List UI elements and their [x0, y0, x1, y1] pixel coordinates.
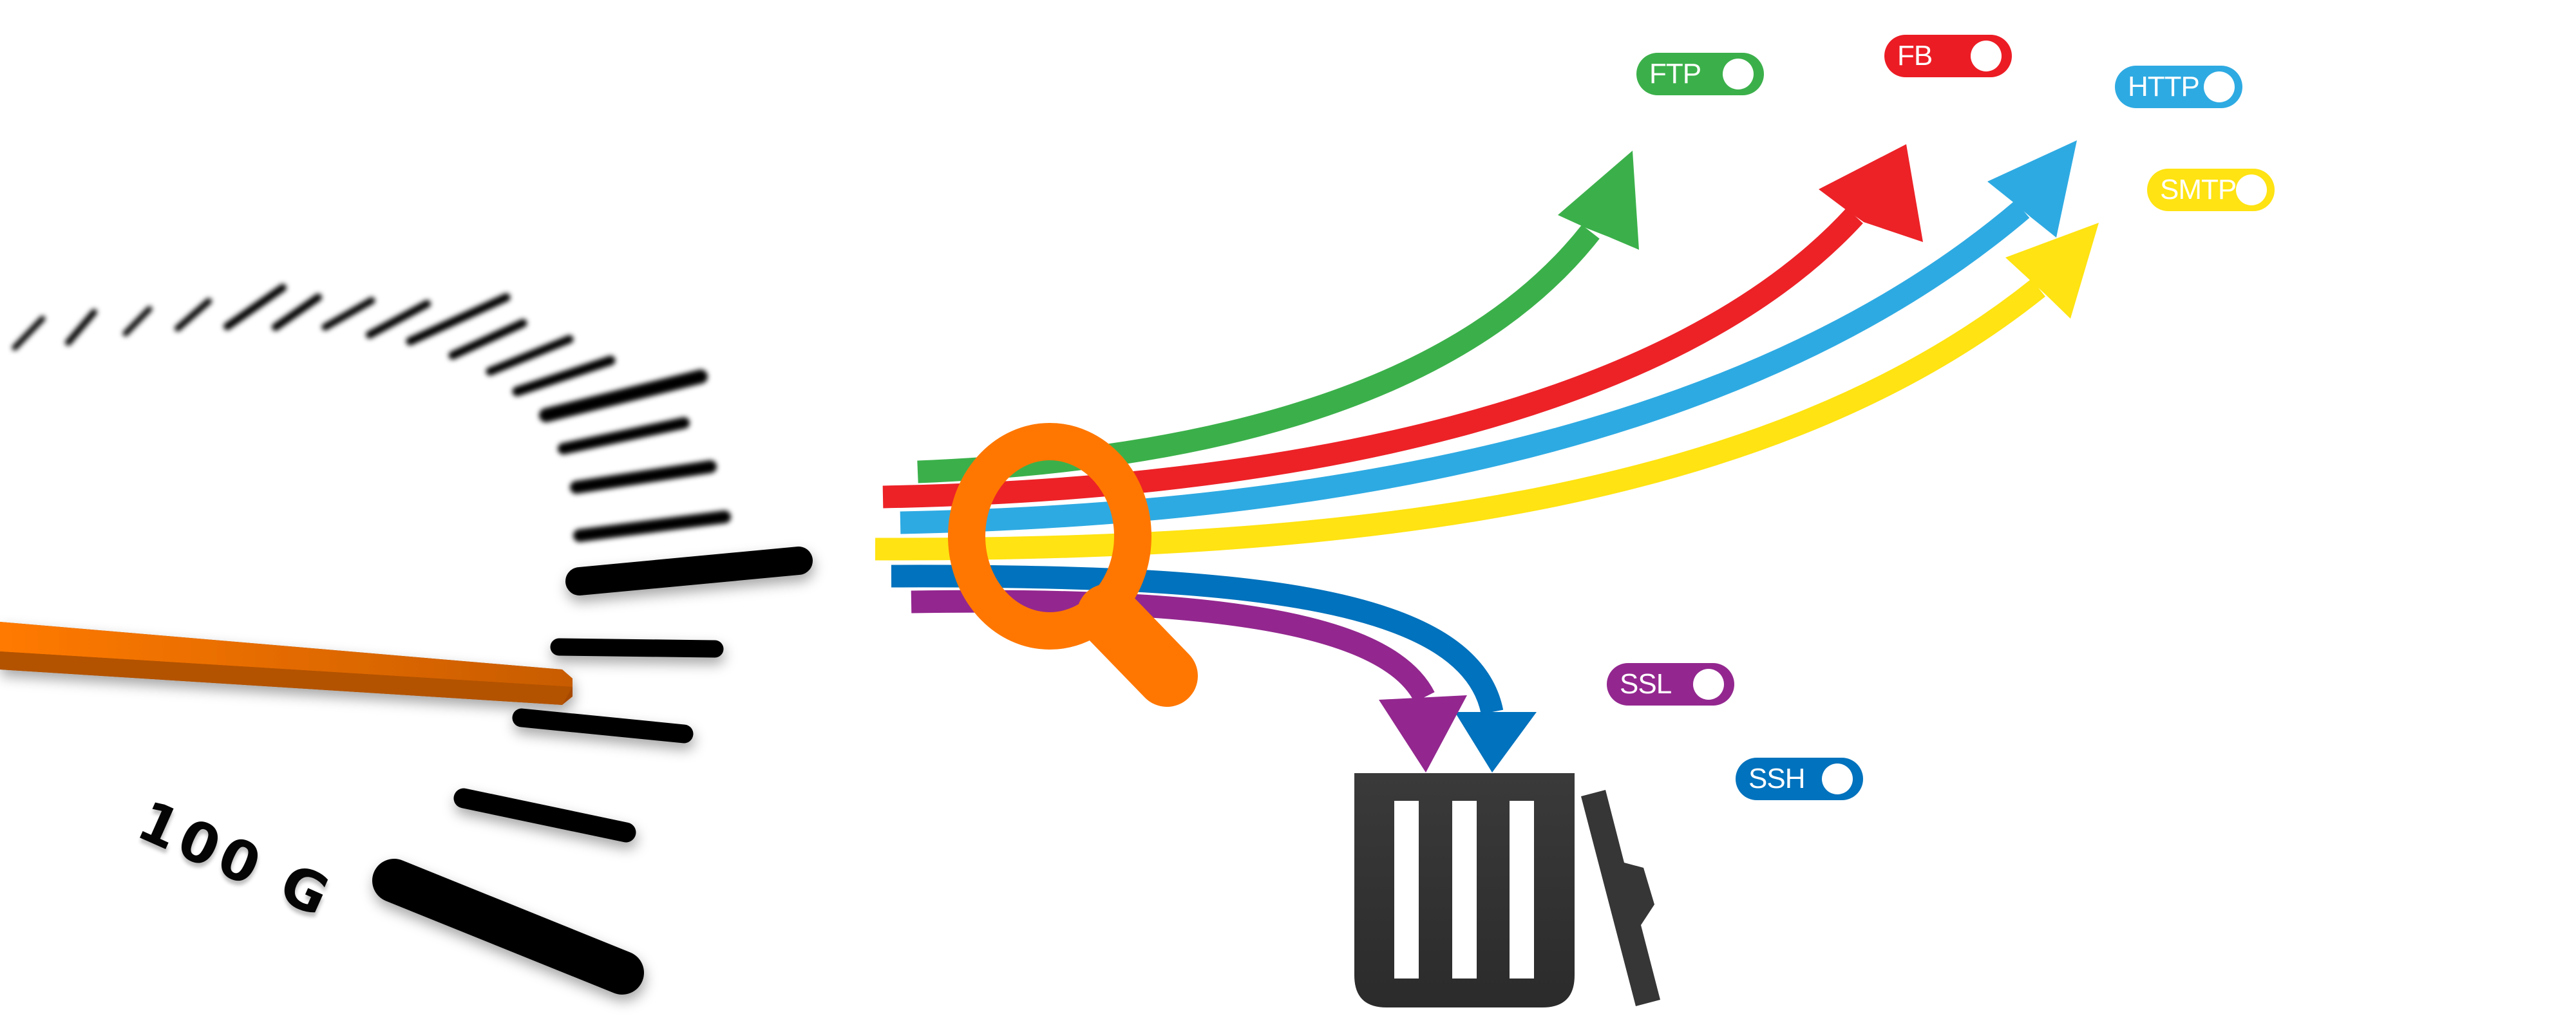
toggle-fb[interactable]: FB — [1884, 35, 2012, 77]
gauge-tick — [372, 859, 644, 995]
magnifier-icon — [948, 423, 1198, 707]
gauge-tick — [406, 293, 511, 346]
toggle-smtp[interactable]: SMTP — [2147, 169, 2275, 211]
gauge-tick — [272, 294, 322, 331]
gauge-tick — [486, 335, 574, 376]
magnifier-handle — [1077, 584, 1198, 707]
arrow-ftp — [917, 151, 1639, 483]
gauge-tick — [539, 370, 708, 422]
toggle-knob-icon — [1723, 59, 1754, 89]
gauge-tick — [321, 297, 375, 331]
toggle-label: FB — [1897, 40, 1933, 71]
gauge-tick — [565, 547, 813, 595]
gauge-tick — [366, 300, 431, 339]
arrow-head-icon — [1455, 712, 1537, 772]
toggle-knob-icon — [1971, 41, 2002, 71]
gauge-tick — [448, 319, 527, 360]
arrow-http — [900, 140, 2077, 534]
protocol-arrows — [875, 140, 2099, 772]
toggle-ssl[interactable]: SSL — [1607, 663, 1734, 706]
arrow-smtp — [875, 223, 2099, 561]
gauge-tick — [223, 284, 287, 330]
arrow-ssl — [911, 590, 1467, 772]
arrow-shaft — [891, 565, 1504, 715]
gauge-tick — [573, 510, 731, 542]
arrow-head-icon — [1379, 695, 1467, 772]
toggle-label: SMTP — [2160, 174, 2237, 205]
arrow-head-icon — [2005, 223, 2099, 319]
gauge-needle — [0, 622, 573, 705]
toggle-ftp[interactable]: FTP — [1636, 53, 1764, 95]
toggle-http[interactable]: HTTP — [2115, 66, 2242, 108]
toggle-label: SSH — [1748, 763, 1805, 794]
magnifier-ring — [948, 423, 1151, 650]
gauge-tick — [570, 460, 717, 494]
toggle-knob-icon — [1693, 669, 1724, 700]
arrow-shaft — [875, 279, 2045, 561]
arrow-head-icon — [1819, 144, 1923, 242]
arrow-shaft — [882, 208, 1863, 509]
toggle-ssh[interactable]: SSH — [1736, 758, 1863, 800]
trash-can-icon — [1354, 773, 1660, 1007]
toggle-label: SSL — [1620, 668, 1672, 700]
trash-slot — [1394, 801, 1419, 979]
trash-slot — [1452, 801, 1477, 979]
trash-lid — [1581, 790, 1660, 1006]
gauge-tick — [512, 355, 616, 397]
toggle-knob-icon — [2236, 174, 2267, 205]
gauge-tick — [65, 309, 97, 346]
toggle-knob-icon — [2204, 71, 2235, 102]
gauge-ticks — [372, 547, 813, 995]
gauge-tick — [512, 708, 694, 744]
arrow-head-icon — [1558, 151, 1639, 250]
speed-gauge — [0, 284, 813, 995]
arrow-head-icon — [1987, 140, 2077, 238]
gauge-tick — [12, 315, 46, 351]
gauge-tick — [122, 306, 153, 337]
trash-slot — [1510, 801, 1534, 979]
arrow-shaft — [900, 200, 2030, 534]
gauge-tick — [558, 417, 690, 454]
toggle-label: HTTP — [2128, 71, 2200, 102]
arrow-fb — [882, 144, 1923, 509]
arrow-shaft — [911, 590, 1435, 703]
gauge-tick — [175, 298, 212, 332]
gauge-ticks-blurred — [12, 284, 731, 542]
toggle-knob-icon — [1822, 763, 1853, 794]
arrow-ssh — [891, 565, 1537, 772]
gauge-tick — [550, 638, 724, 658]
toggle-label: FTP — [1649, 58, 1701, 89]
gauge-tick — [453, 788, 636, 843]
